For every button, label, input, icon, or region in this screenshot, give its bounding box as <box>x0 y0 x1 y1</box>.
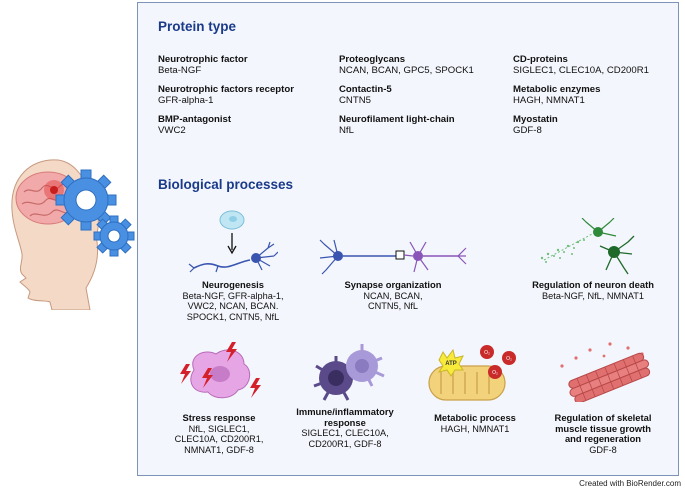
process-name: Neurogenesis <box>202 279 264 290</box>
neurogenesis-illustration <box>188 210 278 273</box>
process-genes: NfL, SIGLEC1,CLEC10A, CD200R1,NMNAT1, GD… <box>174 423 264 455</box>
immune-illustration <box>313 344 385 401</box>
protein-item-contactin-5: Contactin-5 CNTN5 <box>339 84 392 106</box>
process-genes: GDF-8 <box>589 444 617 455</box>
atp-label: ATP <box>445 361 457 367</box>
process-name: Metabolic process <box>434 412 516 423</box>
process-neuron-death: Regulation of neuron death Beta-NGF, NfL… <box>508 279 678 301</box>
head-gears-illustration <box>11 159 135 310</box>
lightning-bolt-icon <box>180 342 261 398</box>
mitochondrion-icon <box>428 365 506 401</box>
protein-type-title: Protein type <box>158 19 237 34</box>
protein-item-neurotrophic-factors-receptor: Neurotrophic factors receptor GFR-alpha-… <box>158 84 294 106</box>
protein-item-proteoglycans: Proteoglycans NCAN, BCAN, GPC5, SPOCK1 <box>339 54 474 76</box>
biological-processes-title: Biological processes <box>158 177 294 192</box>
o2-label: O₂ <box>484 350 490 356</box>
protein-item-neurotrophic-factor: Neurotrophic factor Beta-NGF <box>158 54 248 76</box>
protein-genes: HAGH, NMNAT1 <box>513 95 585 106</box>
protein-item-bmp-antagonist: BMP-antagonist VWC2 <box>158 114 231 136</box>
protein-item-metabolic-enzymes: Metabolic enzymes HAGH, NMNAT1 <box>513 84 600 106</box>
o2-label: O₂ <box>492 370 498 376</box>
synapse-illustration <box>319 239 467 275</box>
process-genes: HAGH, NMNAT1 <box>440 423 510 434</box>
process-genes: Beta-NGF, GFR-alpha-1,VWC2, NCAN, BCAN.S… <box>182 290 284 322</box>
o2-label: O₂ <box>506 356 512 362</box>
protein-genes: NCAN, BCAN, GPC5, SPOCK1 <box>339 65 474 76</box>
protein-genes: VWC2 <box>158 125 186 136</box>
stress-response-illustration <box>180 342 261 399</box>
large-gear-icon <box>55 169 117 231</box>
process-metabolic-process: Metabolic process HAGH, NMNAT1 <box>415 412 535 434</box>
process-name: Synapse organization <box>344 279 442 290</box>
protein-item-myostatin: Myostatin GDF-8 <box>513 114 558 136</box>
muscle-illustration <box>560 342 651 402</box>
protein-name: Contactin-5 <box>339 84 392 95</box>
atp-burst-icon <box>437 348 464 377</box>
protein-item-neurofilament-light-chain: Neurofilament light-chain NfL <box>339 114 455 136</box>
protein-genes: GDF-8 <box>513 125 542 136</box>
process-name: Regulation of neuron death <box>532 279 654 290</box>
protein-genes: SIGLEC1, CLEC10A, CD200R1 <box>513 65 649 76</box>
protein-name: Neurotrophic factors receptor <box>158 84 294 95</box>
synapse-marker <box>395 250 405 260</box>
oxygen-molecule-icon <box>480 345 516 379</box>
protein-name: Neurofilament light-chain <box>339 114 455 125</box>
process-name: Stress response <box>182 412 256 423</box>
process-genes: SIGLEC1, CLEC10A,CD200R1, GDF-8 <box>301 428 389 449</box>
protein-name: Proteoglycans <box>339 54 406 65</box>
immune-cell-icon <box>313 356 357 401</box>
immune-cell-icon <box>346 344 385 387</box>
process-stress-response: Stress response NfL, SIGLEC1,CLEC10A, CD… <box>149 412 289 455</box>
process-neurogenesis: Neurogenesis Beta-NGF, GFR-alpha-1,VWC2,… <box>148 279 318 322</box>
protein-name: BMP-antagonist <box>158 114 232 125</box>
protein-genes: GFR-alpha-1 <box>158 95 214 106</box>
protein-genes: Beta-NGF <box>158 65 202 76</box>
small-gear-icon <box>93 215 135 257</box>
protein-name: Myostatin <box>513 114 558 125</box>
protein-name: CD-proteins <box>513 54 568 65</box>
process-synapse-organization: Synapse organization NCAN, BCAN,CNTN5, N… <box>313 279 473 312</box>
protein-genes: CNTN5 <box>339 95 371 106</box>
protein-name: Metabolic enzymes <box>513 84 601 95</box>
metabolic-illustration: ATP O₂ O₂ O₂ <box>428 345 516 401</box>
protein-name: Neurotrophic factor <box>158 54 248 65</box>
neuron-death-illustration <box>540 218 635 275</box>
protein-item-cd-proteins: CD-proteins SIGLEC1, CLEC10A, CD200R1 <box>513 54 649 76</box>
biorender-credit: Created with BioRender.com <box>579 479 681 488</box>
process-genes: Beta-NGF, NfL, NMNAT1 <box>542 290 644 301</box>
process-genes: NCAN, BCAN,CNTN5, NfL <box>363 290 423 312</box>
protein-genes: NfL <box>339 125 354 136</box>
muscle-fiber-icon <box>568 352 651 402</box>
